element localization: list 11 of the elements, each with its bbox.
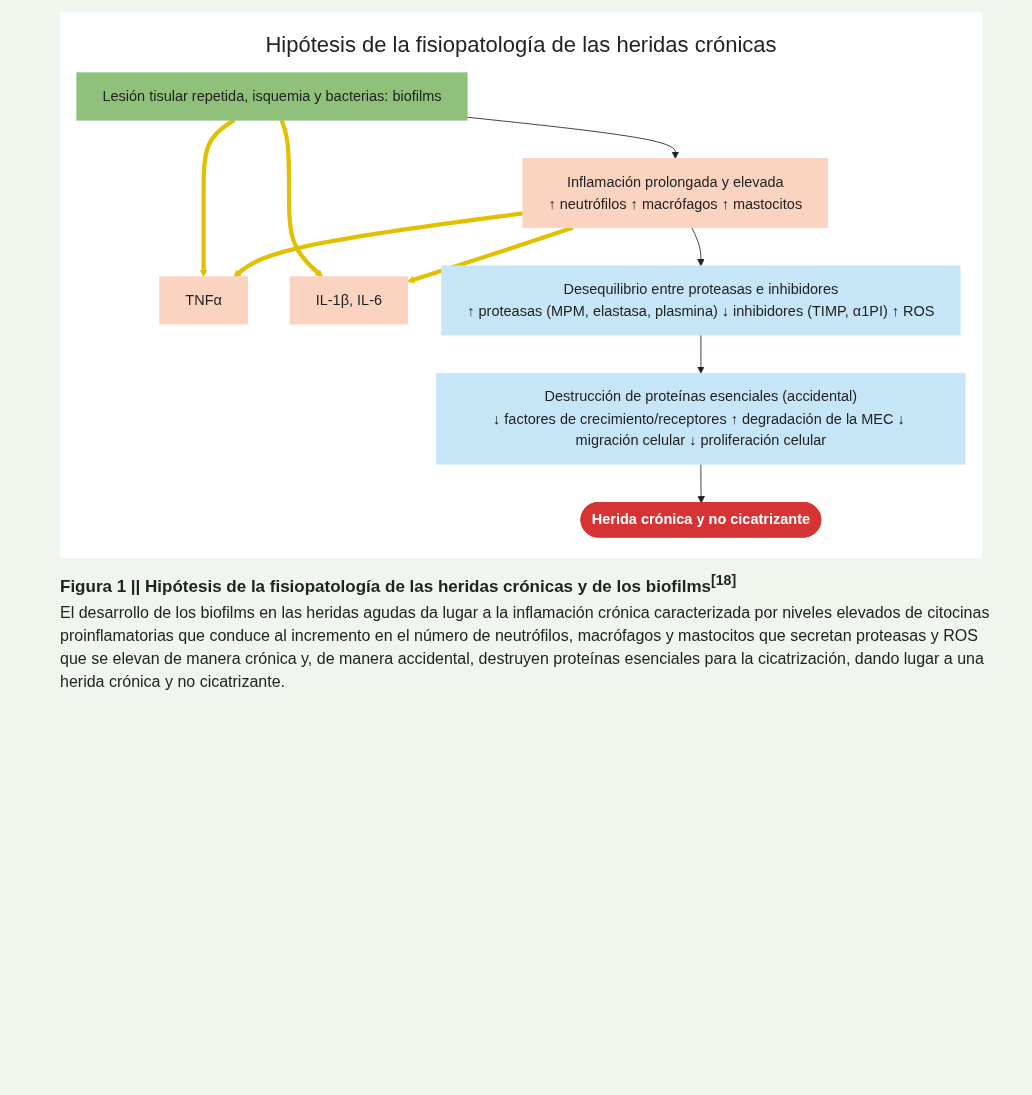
node-box: TNFα bbox=[159, 276, 248, 325]
caption-text: El desarrollo de los biofilms en las heridas agudas da lugar a la inflamación crónica caracterizada por niveles elevados de citocinas proinflamatorias que conduce al incremento en el número de neutrófilos, macrófagos y mastocitos que secretan proteasas y ROS que se elevan de manera crónica y, de manera accidental, destruyen proteínas esenciales para la cicatrización, dando lugar a una herida crónica y no cicatrizante. bbox=[60, 602, 991, 693]
node-box: Desequilibrio entre proteasas e inhibidores ↑ proteasas (MPM, elastasa, plasmina) ↓ inhibidores (TIMP, α1PI) ↑ ROS bbox=[441, 265, 961, 336]
node-box: IL-1β, IL-6 bbox=[289, 276, 409, 325]
arrow bbox=[233, 211, 524, 278]
diagram-title: Hipótesis de la fisiopatología de las heridas crónicas bbox=[264, 32, 778, 58]
figure-caption: Figura 1 || Hipótesis de la fisiopatología de las heridas crónicas y de los biofilms$^{[18]}$ bbox=[60, 571, 738, 597]
node-box: Inflamación prolongada y elevada ↑ neutrófilos ↑ macrófagos ↑ mastocitos bbox=[522, 158, 829, 228]
node-box: Destrucción de proteínas esenciales (accidental) ↓ factores de crecimiento/receptores ↑ degradación de la MEC ↓ migración celular ↓ proliferación celular bbox=[436, 372, 966, 465]
node-box: Lesión tisular repetida, isquemia y bacterias: biofilms bbox=[76, 72, 468, 121]
arrow bbox=[279, 119, 323, 278]
